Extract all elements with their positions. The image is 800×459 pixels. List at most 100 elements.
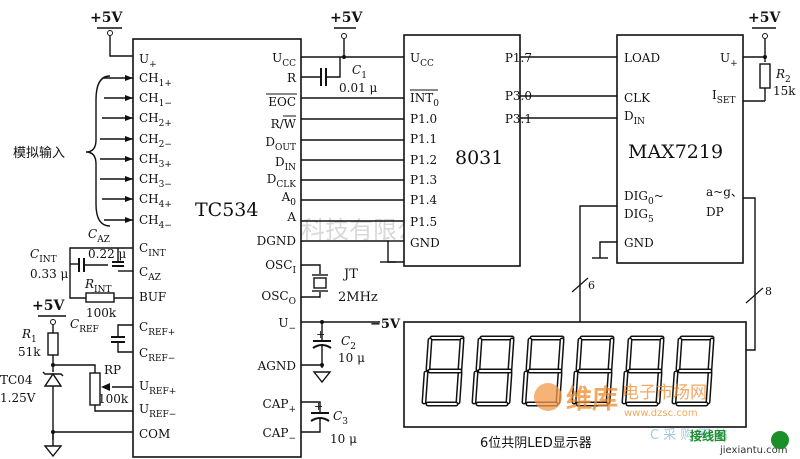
max-pin-clk: CLK: [624, 91, 651, 105]
mcu-pin-p15: P1.5: [410, 215, 437, 229]
max-pin-gnd: GND: [624, 236, 654, 250]
led-digit: [421, 335, 465, 407]
max7219-name: MAX7219: [628, 141, 723, 163]
mcu-pin-p17: P1.7: [505, 51, 532, 65]
r1-value: 51k: [18, 345, 41, 359]
r1-label: R1: [21, 327, 37, 345]
tc534-pin-ucc: UCC: [272, 51, 296, 69]
led-segment-inner: [473, 372, 477, 403]
max-pin-dp: DP: [706, 205, 724, 219]
tc534-pin-osci: OSCI: [265, 258, 296, 276]
led-segment-inner: [609, 339, 613, 370]
led-segment-inner: [577, 339, 581, 370]
r2-resistor: [759, 63, 771, 89]
mcu-pin-p31: P3.1: [505, 112, 532, 126]
tc534-pin-r: R: [287, 71, 297, 85]
vee-label: −5V: [370, 317, 401, 332]
max-pin-dig5: DIG5: [624, 207, 654, 225]
mcu-name: 8031: [455, 147, 503, 169]
tc534-pin-eoc: EOC: [268, 95, 296, 109]
jt-name: JT: [342, 267, 358, 282]
led-segment-inner: [523, 372, 527, 403]
mcu-pin-ucc: UCC: [410, 51, 434, 69]
tc534-pin-agnd: AGND: [257, 359, 296, 373]
tc534-pin-capp: CAP+: [263, 397, 296, 415]
svg-text:电子市场网: 电子市场网: [622, 383, 707, 403]
max-pin-dig0: DIG0~: [624, 189, 664, 207]
tc534-pin-caz: CAZ: [139, 265, 161, 283]
c2-value: 10 μ: [338, 351, 365, 365]
led-digit: [471, 335, 515, 407]
led-segment-inner: [657, 372, 661, 403]
svg-text:接线图: 接线图: [690, 428, 726, 443]
vcc-label-max: +5V: [748, 10, 781, 26]
ground-symbol: [43, 445, 63, 458]
led-digit: [621, 335, 665, 407]
svg-text:维库: 维库: [566, 384, 618, 415]
max-pin-uplus: U+: [720, 51, 738, 69]
agnd-symbol: [312, 371, 332, 384]
c3-value: 10 μ: [330, 432, 357, 446]
c3-label: C3: [333, 409, 348, 427]
led-segment-inner: [659, 339, 663, 370]
rint-resistor: [85, 292, 115, 303]
rp-name: RP: [104, 363, 121, 377]
led-digit: [671, 335, 715, 407]
tc534-pin-ch1m: CH1−: [139, 91, 172, 109]
r1-resistor: [47, 332, 59, 356]
led-segment-inner: [627, 339, 631, 370]
r2-label: R2: [775, 67, 791, 85]
tc534-pin-ch1p: CH1+: [139, 71, 172, 89]
led-segment-inner: [427, 339, 431, 370]
vcc-label-ref: +5V: [32, 298, 65, 314]
tc534-pin-uplus: U+: [139, 52, 157, 70]
tc534-pin-urefm: UREF−: [139, 402, 176, 420]
led-segment-inner: [457, 372, 461, 403]
tc534-pin-urefp: UREF+: [139, 379, 176, 397]
led-segment-inner: [573, 372, 577, 403]
bus8-label: 8: [765, 285, 772, 298]
max-pin-ag: a~g、: [706, 185, 743, 199]
tc534-pin-osco: OSCO: [261, 289, 296, 307]
led-segment-inner: [707, 372, 711, 403]
vcc-label-tc534: +5V: [90, 10, 123, 26]
led-digit: [521, 335, 565, 407]
tc534-pin-ch2m: CH2−: [139, 132, 172, 150]
tc04-voltage: 1.25V: [0, 391, 36, 405]
tc534-pin-buf: BUF: [139, 290, 166, 304]
cint-value: 0.33 μ: [30, 267, 69, 281]
display-caption: 6位共阴LED显示器: [480, 436, 592, 451]
svg-text:jiexiantu.com: jiexiantu.com: [719, 445, 788, 456]
tc534-pin-ch3m: CH3−: [139, 172, 172, 190]
cref-label: CREF: [70, 317, 99, 335]
tc534-pin-dgnd: DGND: [257, 234, 296, 248]
tc534-pin-cint: CINT: [139, 241, 166, 259]
svg-text:C 采 购 网 站: C 采 购 网 站: [650, 427, 728, 443]
tc534-pin-uminus: U−: [278, 316, 296, 334]
led-segment-inner: [677, 339, 681, 370]
tc534-pin-capm: CAP−: [263, 426, 296, 444]
led-segment-inner: [477, 339, 481, 370]
rp-value: 100k: [98, 392, 129, 406]
tc534-pin-dclk: DCLK: [267, 172, 296, 190]
led-segment-inner: [709, 339, 713, 370]
watermark-logo: 维库 电子市场网 www.dzsc.com C 采 购 网 站: [534, 383, 728, 443]
tc534-pin-ch4m: CH4−: [139, 213, 172, 231]
bus6-label: 6: [588, 279, 595, 292]
tc534-pin-din: DIN: [275, 155, 296, 173]
tc534-pin-ch3p: CH3+: [139, 152, 172, 170]
svg-text:www.dzsc.com: www.dzsc.com: [624, 408, 698, 419]
led-segment-inner: [527, 339, 531, 370]
tc534-pin-ch4p: CH4+: [139, 192, 172, 210]
tc534-pin-ch2p: CH2+: [139, 111, 172, 129]
crystal-jt: [313, 277, 327, 289]
rint-label: RINT: [84, 277, 111, 295]
tc04-name: TC04: [0, 373, 33, 387]
c1-value: 0.01 μ: [339, 81, 378, 95]
mcu-pin-p13: P1.3: [410, 173, 437, 187]
led-segment-inner: [607, 372, 611, 403]
c2-label: C2: [341, 334, 356, 352]
led-segment-inner: [507, 372, 511, 403]
